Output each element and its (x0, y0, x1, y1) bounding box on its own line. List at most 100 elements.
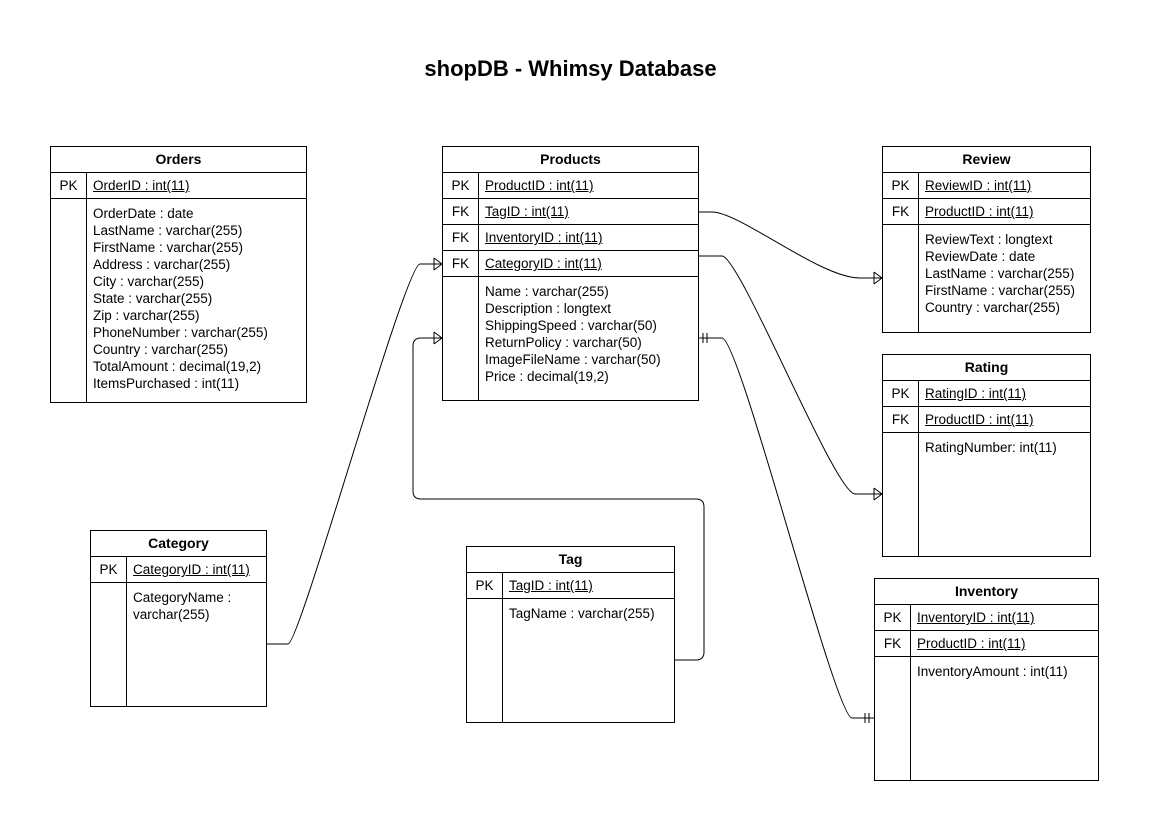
key-field: ReviewID : int(11) (925, 178, 1032, 193)
key-row[interactable]: PK TagID : int(11) (467, 573, 674, 599)
table-inventory[interactable]: Inventory PK InventoryID : int(11) FK Pr… (874, 578, 1099, 781)
key-label: FK (443, 251, 479, 276)
attribute-section: OrderDate : date LastName : varchar(255)… (51, 199, 306, 402)
key-label: PK (875, 605, 911, 630)
attribute-section: InventoryAmount : int(11) (875, 657, 1098, 780)
table-header: Rating (883, 355, 1090, 381)
key-field: ProductID : int(11) (925, 204, 1034, 219)
attribute-item: OrderDate : date (93, 206, 194, 221)
table-header: Tag (467, 547, 674, 573)
key-row[interactable]: FK ProductID : int(11) (875, 631, 1098, 657)
attribute-item: Address : varchar(255) (93, 257, 231, 272)
key-field: ProductID : int(11) (917, 636, 1026, 651)
key-row[interactable]: PK CategoryID : int(11) (91, 557, 266, 583)
attribute-gutter (883, 225, 919, 332)
attribute-item: FirstName : varchar(255) (925, 283, 1076, 298)
edge-category-products (266, 263, 442, 645)
table-products[interactable]: Products PK ProductID : int(11) FK TagID… (442, 146, 699, 401)
attribute-item: LastName : varchar(255) (93, 223, 243, 238)
key-field: TagID : int(11) (509, 578, 593, 593)
key-label: FK (883, 199, 919, 224)
key-row[interactable]: FK ProductID : int(11) (883, 407, 1090, 433)
attribute-item: Description : longtext (485, 301, 612, 316)
attribute-list: Name : varchar(255) Description : longte… (485, 277, 698, 385)
key-field: ProductID : int(11) (485, 178, 594, 193)
table-tag[interactable]: Tag PK TagID : int(11) TagName : varchar… (466, 546, 675, 723)
attribute-section: TagName : varchar(255) (467, 599, 674, 722)
key-row[interactable]: PK OrderID : int(11) (51, 173, 306, 199)
attribute-list: TagName : varchar(255) (509, 599, 674, 622)
key-row[interactable]: FK TagID : int(11) (443, 199, 698, 225)
table-rating[interactable]: Rating PK RatingID : int(11) FK ProductI… (882, 354, 1091, 557)
attribute-list: CategoryName : varchar(255) (133, 583, 266, 623)
table-review[interactable]: Review PK ReviewID : int(11) FK ProductI… (882, 146, 1091, 333)
edge-products-inventory (698, 337, 874, 719)
attribute-list: ReviewText : longtext ReviewDate : date … (925, 225, 1090, 316)
attribute-section: Name : varchar(255) Description : longte… (443, 277, 698, 400)
attribute-gutter (467, 599, 503, 722)
key-field: ProductID : int(11) (925, 412, 1034, 427)
edge-tag-products (412, 337, 705, 661)
key-label: PK (51, 173, 87, 198)
attribute-item: Zip : varchar(255) (93, 308, 200, 323)
table-category[interactable]: Category PK CategoryID : int(11) Categor… (90, 530, 267, 707)
key-field: InventoryID : int(11) (917, 610, 1035, 625)
attribute-list: InventoryAmount : int(11) (917, 657, 1098, 680)
attribute-item: Price : decimal(19,2) (485, 369, 609, 384)
key-label: PK (883, 173, 919, 198)
key-label: FK (443, 225, 479, 250)
key-label: PK (91, 557, 127, 582)
attribute-item: Country : varchar(255) (925, 300, 1061, 315)
attribute-gutter (91, 583, 127, 706)
table-header: Category (91, 531, 266, 557)
attribute-item: PhoneNumber : varchar(255) (93, 325, 268, 340)
attribute-item: State : varchar(255) (93, 291, 213, 306)
key-row[interactable]: FK InventoryID : int(11) (443, 225, 698, 251)
key-field: OrderID : int(11) (93, 178, 190, 193)
key-label: PK (467, 573, 503, 598)
edge-products-review (698, 211, 882, 279)
attribute-item: ItemsPurchased : int(11) (93, 376, 240, 391)
attribute-item: ImageFileName : varchar(50) (485, 352, 661, 367)
key-row[interactable]: PK ReviewID : int(11) (883, 173, 1090, 199)
edge-products-rating (698, 255, 882, 495)
attribute-section: ReviewText : longtext ReviewDate : date … (883, 225, 1090, 332)
attribute-item: InventoryAmount : int(11) (917, 664, 1068, 679)
table-orders[interactable]: Orders PK OrderID : int(11) OrderDate : … (50, 146, 307, 403)
key-label: FK (883, 407, 919, 432)
table-header: Inventory (875, 579, 1098, 605)
attribute-item: CategoryName : varchar(255) (133, 590, 232, 622)
attribute-item: FirstName : varchar(255) (93, 240, 244, 255)
attribute-item: TagName : varchar(255) (509, 606, 655, 621)
attribute-list: OrderDate : date LastName : varchar(255)… (93, 199, 306, 392)
attribute-item: ReviewDate : date (925, 249, 1036, 264)
bar-inventory-side-icon (864, 713, 870, 723)
attribute-gutter (51, 199, 87, 402)
key-label: PK (443, 173, 479, 198)
attribute-gutter (883, 433, 919, 556)
key-row[interactable]: PK ProductID : int(11) (443, 173, 698, 199)
attribute-item: Name : varchar(255) (485, 284, 609, 299)
key-field: RatingID : int(11) (925, 386, 1027, 401)
table-header: Orders (51, 147, 306, 173)
table-header: Products (443, 147, 698, 173)
key-row[interactable]: FK CategoryID : int(11) (443, 251, 698, 277)
key-row[interactable]: PK RatingID : int(11) (883, 381, 1090, 407)
attribute-item: Country : varchar(255) (93, 342, 229, 357)
attribute-section: CategoryName : varchar(255) (91, 583, 266, 706)
key-field: InventoryID : int(11) (485, 230, 603, 245)
key-row[interactable]: FK ProductID : int(11) (883, 199, 1090, 225)
table-header: Review (883, 147, 1090, 173)
key-field: CategoryID : int(11) (133, 562, 250, 577)
attribute-item: LastName : varchar(255) (925, 266, 1075, 281)
key-label: FK (875, 631, 911, 656)
attribute-item: TotalAmount : decimal(19,2) (93, 359, 262, 374)
attribute-item: RatingNumber: int(11) (925, 440, 1057, 455)
attribute-gutter (875, 657, 911, 780)
key-row[interactable]: PK InventoryID : int(11) (875, 605, 1098, 631)
diagram-title: shopDB - Whimsy Database (424, 56, 717, 81)
attribute-item: ReviewText : longtext (925, 232, 1053, 247)
key-label: PK (883, 381, 919, 406)
attribute-item: City : varchar(255) (93, 274, 205, 289)
